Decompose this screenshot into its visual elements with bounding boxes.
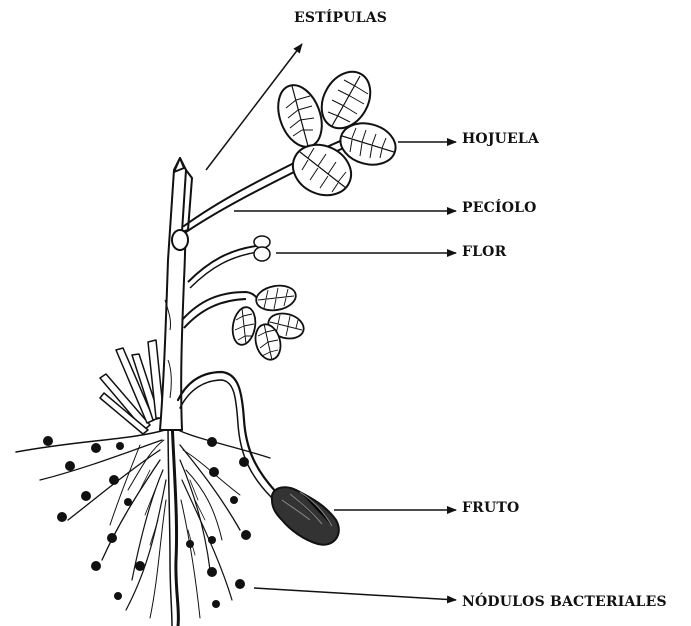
middle-leaflets bbox=[230, 283, 307, 363]
label-flor: FLOR bbox=[462, 244, 506, 260]
upper-leaflets bbox=[270, 63, 400, 204]
leaflet-1 bbox=[270, 79, 329, 153]
arrow-nodulos bbox=[254, 588, 456, 600]
leaflet-m3 bbox=[230, 305, 258, 346]
flower bbox=[188, 236, 270, 288]
bacterial-nodules bbox=[43, 436, 251, 608]
label-hojuela: HOJUELA bbox=[462, 131, 539, 147]
label-estipulas: ESTÍPULAS bbox=[294, 10, 387, 26]
root-system bbox=[16, 420, 270, 626]
fruit-pod bbox=[272, 487, 339, 544]
base-stems bbox=[100, 340, 164, 434]
label-peciolo: PECÍOLO bbox=[462, 200, 537, 216]
label-nodulos-bacteriales: NÓDULOS BACTERIALES bbox=[462, 594, 667, 610]
label-fruto: FRUTO bbox=[462, 500, 519, 516]
main-stem bbox=[160, 158, 192, 430]
leaflet-m1 bbox=[254, 283, 298, 314]
